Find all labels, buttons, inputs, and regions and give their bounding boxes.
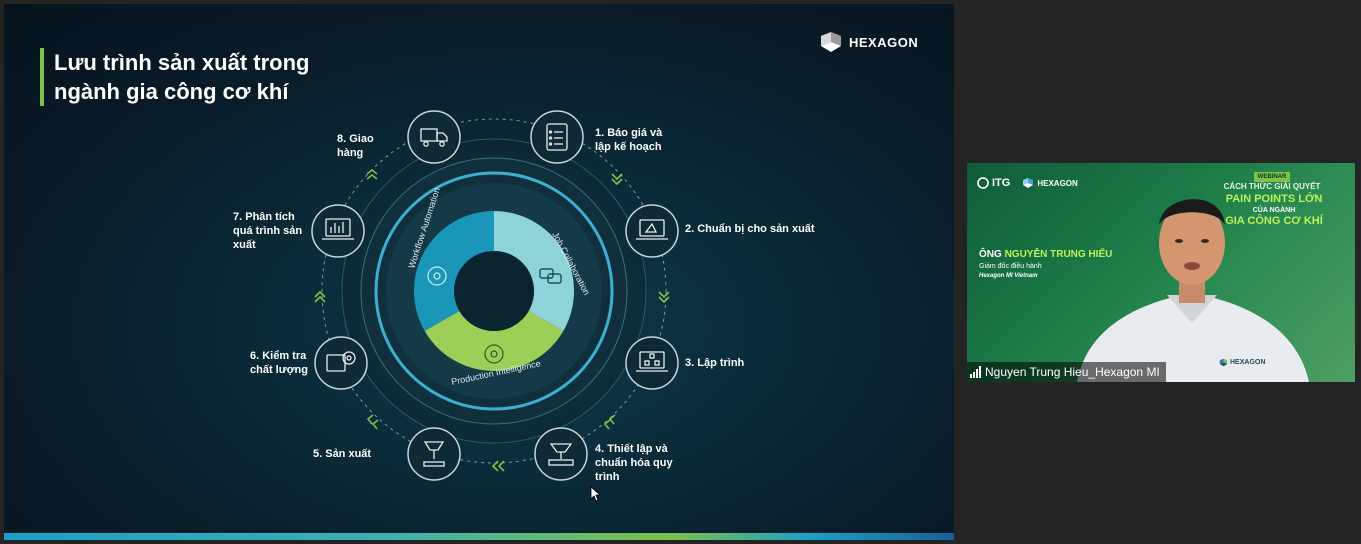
itg-logo-text: ITG <box>992 177 1011 189</box>
slide-title: Lưu trình sản xuất trong ngành gia công … <box>40 48 374 106</box>
speaker-name: ÔNG NGUYỄN TRUNG HIẾU <box>979 249 1112 260</box>
laptop-ruler-icon <box>636 219 668 240</box>
step-node-1 <box>530 110 584 164</box>
webinar-headline: PAIN POINTS LỚN CỦA NGÀNH GIA CÔNG CƠ KH… <box>1199 193 1349 228</box>
speaker-role: Giám đốc điều hành <box>979 263 1042 270</box>
step-label-4: 4. Thiết lập và chuẩn hóa quy trình <box>595 443 673 483</box>
step-label-8: 8. Giao hàng <box>337 133 374 159</box>
milling-tool-icon <box>423 441 445 467</box>
hexagon-logo-icon <box>821 32 841 52</box>
flow-chevron-icon <box>366 168 378 180</box>
flow-chevron-icon <box>603 414 616 430</box>
headline-line-2: GIA CÔNG CƠ KHÍ <box>1225 215 1323 227</box>
participant-name-bar: Nguyen Trung Hieu_Hexagon MI <box>967 362 1166 382</box>
step-node-2 <box>625 204 679 258</box>
analytics-chart-icon <box>322 218 354 240</box>
webinar-tag: WEBINAR <box>1253 172 1291 182</box>
shirt-logo-text: HEXAGON <box>1230 359 1266 366</box>
flow-chevron-icon <box>611 173 623 186</box>
flow-chevron-icon <box>366 414 379 430</box>
presentation-slide: Lưu trình sản xuất trong ngành gia công … <box>4 4 954 540</box>
segment-job <box>494 211 575 331</box>
video-brand-row: ITG HEXAGON <box>977 177 1078 189</box>
checklist-icon <box>546 123 568 151</box>
step-label-2: 2. Chuẩn bị cho sản xuất <box>685 223 815 235</box>
step-node-5 <box>407 427 461 481</box>
hexagon-logo-text: HEXAGON <box>849 34 919 50</box>
step-label-5: 5. Sản xuất <box>313 448 372 460</box>
segment-workflow <box>413 211 494 331</box>
step-node-8 <box>407 110 461 164</box>
quality-gear-icon <box>326 351 356 372</box>
itg-logo: ITG <box>977 177 1010 189</box>
step-node-4 <box>534 427 588 481</box>
process-diagram: Workflow Automation Job Collaboration Pr… <box>311 110 679 481</box>
speaker-prefix: ÔNG <box>979 249 1002 260</box>
step-label-6: 6. Kiểm tra chất lượng <box>250 350 308 376</box>
hexagon-small-logo-text: HEXAGON <box>1037 178 1078 188</box>
laptop-network-icon <box>636 351 668 372</box>
headline-line-1: PAIN POINTS LỚN <box>1225 193 1323 205</box>
signal-strength-icon <box>970 366 981 378</box>
shirt-hexagon-icon <box>1219 358 1228 367</box>
segment-production <box>424 311 564 372</box>
chat-bubbles-icon <box>539 268 562 284</box>
hexagon-logo: HEXAGON <box>819 30 918 54</box>
flow-chevron-icon <box>658 291 670 304</box>
flow-chevron-icon <box>314 290 326 303</box>
speaker-name-text: NGUYỄN TRUNG HIẾU <box>1004 249 1113 260</box>
itg-logo-icon <box>977 177 989 189</box>
webinar-banner: WEBINAR CÁCH THỨC GIẢI QUYẾT <box>1197 171 1347 192</box>
slide-bottom-bar <box>4 533 954 540</box>
step-node-3 <box>625 336 679 390</box>
step-label-1: 1. Báo giá và lập kế hoạch <box>595 127 663 153</box>
donut-center <box>454 251 534 331</box>
step-label-7: 7. Phân tích quá trình sản xuất <box>233 211 303 251</box>
hexagon-small-logo-icon <box>1023 178 1034 188</box>
mouse-cursor-icon <box>590 486 602 502</box>
participant-video-tile[interactable]: ITG HEXAGON WEBINAR CÁCH THỨC GIẢI QUYẾT… <box>967 163 1355 382</box>
machine-setup-icon <box>548 443 574 466</box>
step-node-7 <box>311 204 365 258</box>
speaker-company: Hexagon MI Vietnam <box>979 273 1038 279</box>
hexagon-small-logo: HEXAGON <box>1022 177 1078 189</box>
step-label-3: 3. Lập trình <box>685 357 745 369</box>
outer-dashed-orbit <box>321 118 667 464</box>
participant-name: Nguyen Trung Hieu_Hexagon MI <box>985 365 1160 379</box>
brain-gear-icon <box>484 344 504 364</box>
speaker-video-feed <box>1077 199 1309 382</box>
webinar-line: CÁCH THỨC GIẢI QUYẾT <box>1223 182 1321 191</box>
delivery-truck-icon <box>420 128 448 147</box>
gear-cluster-icon <box>427 266 447 286</box>
step-node-6 <box>314 336 368 390</box>
flow-chevron-icon <box>491 460 505 472</box>
headline-sub: CỦA NGÀNH <box>1252 207 1296 214</box>
shirt-logo: HEXAGON <box>1219 358 1265 367</box>
accent-ring <box>374 171 614 411</box>
